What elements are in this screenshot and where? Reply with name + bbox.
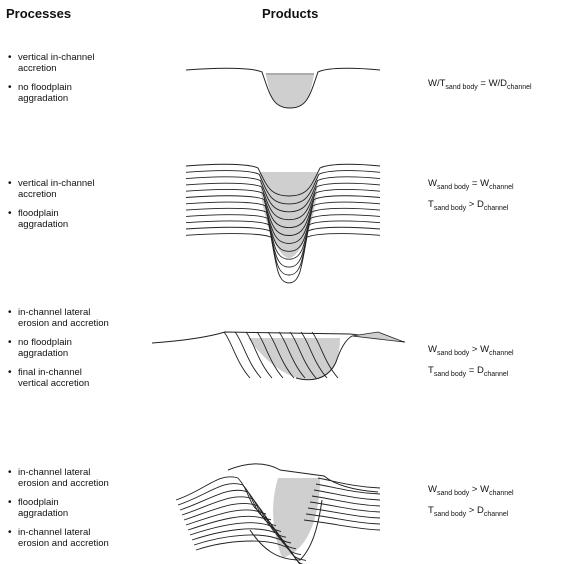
- sand-body-fill: [266, 75, 314, 108]
- lateral-accretion-line: [178, 484, 271, 520]
- lateral-accretion-line: [176, 477, 266, 514]
- diagram-vertical-accretion-no-floodplain: [186, 68, 380, 108]
- lateral-accretion-line: [180, 490, 276, 525]
- floodplain-layer-line: [304, 520, 380, 530]
- sand-body-fill: [273, 478, 320, 558]
- lateral-accretion-line: [224, 332, 250, 378]
- lateral-accretion-line: [182, 497, 281, 532]
- floodplain-layer-line: [306, 514, 380, 524]
- bank-wedge: [352, 332, 404, 342]
- diagram-lateral-migration-no-floodplain: [152, 332, 405, 380]
- diagram-vertical-accretion-floodplain: [186, 164, 380, 283]
- diagram-lateral-migration-floodplain: [176, 464, 380, 564]
